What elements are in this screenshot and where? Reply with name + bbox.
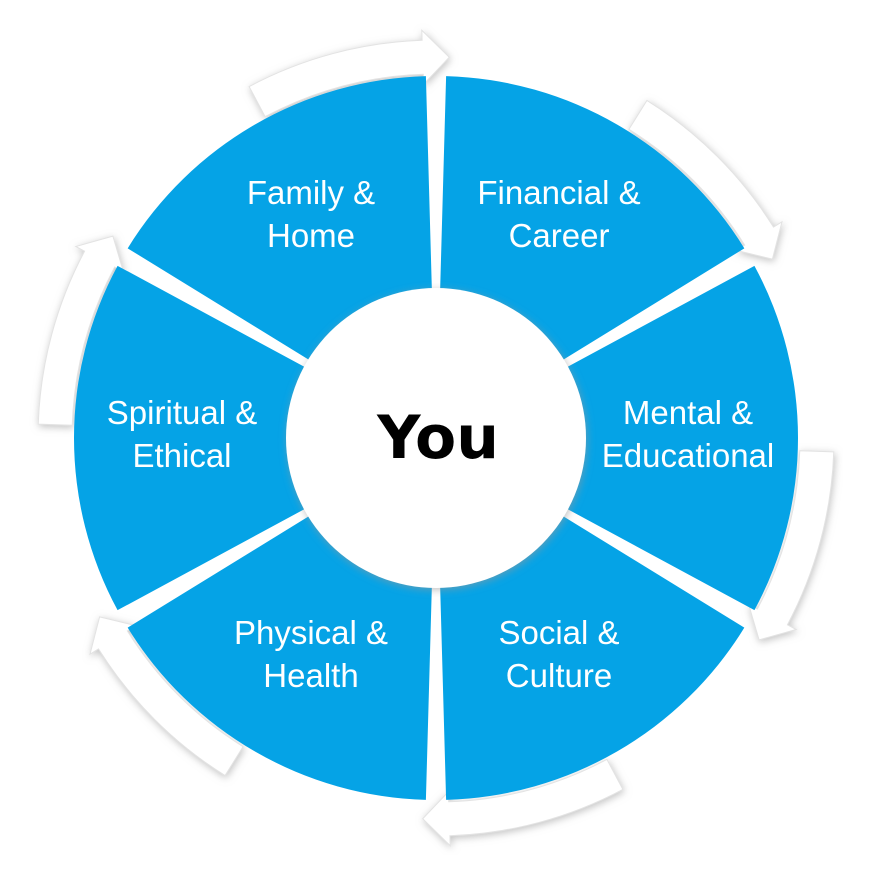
cycle-arrow-icon <box>421 758 624 847</box>
segment-label-line: Health <box>263 657 358 694</box>
segment-wedge-physical-health <box>127 506 433 800</box>
cycle-arrows <box>37 29 835 847</box>
center-label: You <box>376 403 499 473</box>
segment-label-line: Home <box>267 217 355 254</box>
cycle-arrow-icon <box>747 450 835 641</box>
segment-label-line: Spiritual & <box>107 394 257 431</box>
segment-wedges <box>74 76 798 800</box>
segment-label-financial-career: Financial & Career <box>477 174 640 254</box>
segment-label-line: Culture <box>506 657 612 694</box>
cycle-arrow-icon <box>628 99 783 260</box>
segment-wedge-mental-educational <box>550 265 798 611</box>
center-circle <box>286 288 586 588</box>
segment-label-social-culture: Social & Culture <box>498 614 619 694</box>
segment-label-spiritual-ethical: Spiritual & Ethical <box>107 394 257 474</box>
segment-label-family-home: Family & Home <box>247 174 375 254</box>
segment-label-line: Educational <box>602 437 774 474</box>
cycle-arrow-icon <box>37 235 125 426</box>
segment-wedge-financial-career <box>439 76 745 370</box>
segment-wedge-social-culture <box>439 506 745 800</box>
segment-label-line: Career <box>509 217 610 254</box>
segment-label-line: Financial & <box>477 174 640 211</box>
segment-label-physical-health: Physical & Health <box>234 614 388 694</box>
segment-label-line: Mental & <box>623 394 753 431</box>
segment-label-mental-educational: Mental & Educational <box>602 394 774 474</box>
segment-wedge-spiritual-ethical <box>74 265 322 611</box>
segment-label-line: Ethical <box>132 437 231 474</box>
segment-label-line: Physical & <box>234 614 388 651</box>
segment-label-line: Family & <box>247 174 375 211</box>
cycle-arrow-icon <box>248 29 451 118</box>
cycle-arrow-icon <box>89 616 244 777</box>
segment-label-line: Social & <box>498 614 619 651</box>
segment-wedge-family-home <box>127 76 433 370</box>
